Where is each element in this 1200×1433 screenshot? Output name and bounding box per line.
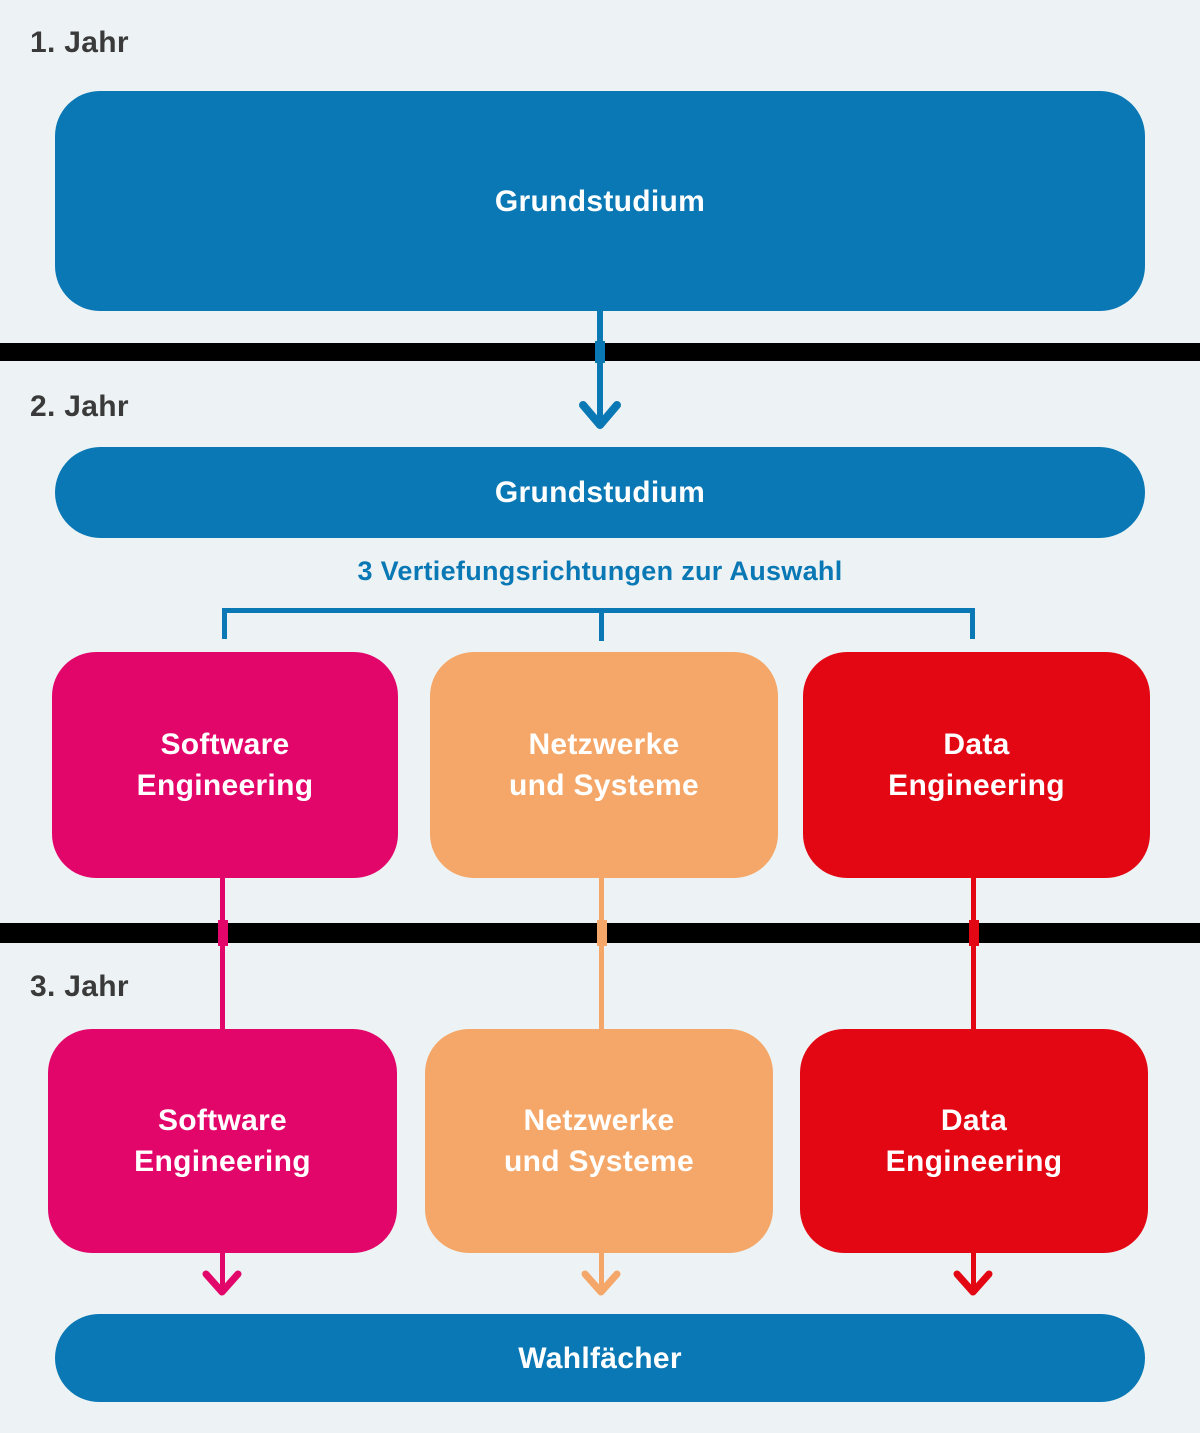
track-netzwerke-systeme-year3-box: Netzwerke und Systeme: [425, 1029, 773, 1253]
bracket-horizontal-line: [222, 608, 975, 613]
year-2-label: 2. Jahr: [30, 390, 129, 423]
arrow-line-data: [971, 1253, 976, 1290]
track-label-line: Engineering: [885, 1145, 1063, 1178]
bracket-left-tick: [222, 608, 227, 639]
track-label-line: Netzwerke: [523, 1104, 675, 1137]
track-label-line: Software: [157, 1104, 288, 1137]
track-software-engineering-year3-box: Software Engineering: [48, 1029, 397, 1253]
track-label-line: Engineering: [888, 769, 1065, 802]
connector-netzwerke-systeme: [599, 878, 604, 1030]
grundstudium-year2-label: Grundstudium: [494, 476, 706, 509]
track-label-line: Data: [940, 1104, 1008, 1137]
year-1-label: 1. Jahr: [30, 26, 129, 59]
grundstudium-year2-box: Grundstudium: [55, 447, 1145, 538]
track-label-line: Engineering: [136, 769, 314, 802]
down-arrow-icon: [202, 1270, 242, 1296]
connector-grundstudium-bar-tick: [595, 341, 605, 363]
bracket-right-tick: [970, 608, 975, 639]
wahlfaecher-label: Wahlfächer: [518, 1341, 682, 1375]
track-data-engineering-year2-box: Data Engineering: [803, 652, 1150, 878]
connector-grundstudium: [597, 311, 603, 427]
track-label-line: und Systeme: [503, 1145, 695, 1178]
grundstudium-year1-label: Grundstudium: [494, 184, 706, 218]
track-netzwerke-systeme-year2-box: Netzwerke und Systeme: [430, 652, 778, 878]
track-label-line: Engineering: [134, 1145, 311, 1178]
track-label-line: Data: [943, 728, 1010, 761]
connector-data-engineering: [971, 878, 976, 1030]
grundstudium-year1-box: Grundstudium: [55, 91, 1145, 311]
connector-data-bar-tick: [969, 920, 979, 946]
connector-netzwerke-bar-tick: [597, 920, 607, 946]
track-label-line: Netzwerke: [528, 728, 680, 761]
arrow-line-netzwerke: [599, 1253, 604, 1290]
choice-heading: 3 Vertiefungsrichtungen zur Auswahl: [357, 556, 843, 586]
track-label-line: Software: [160, 728, 290, 761]
down-arrow-icon: [581, 1270, 621, 1296]
year-3-label: 3. Jahr: [30, 970, 129, 1003]
wahlfaecher-box: Wahlfächer: [55, 1314, 1145, 1402]
track-data-engineering-year3-box: Data Engineering: [800, 1029, 1148, 1253]
connector-software-engineering: [220, 878, 225, 1030]
connector-software-bar-tick: [218, 920, 228, 946]
down-arrow-icon: [953, 1270, 993, 1296]
down-arrow-icon: [579, 401, 621, 429]
track-software-engineering-year2-box: Software Engineering: [52, 652, 398, 878]
bracket-middle-tick: [599, 608, 604, 641]
track-label-line: und Systeme: [508, 769, 700, 802]
arrow-line-software: [220, 1253, 225, 1290]
